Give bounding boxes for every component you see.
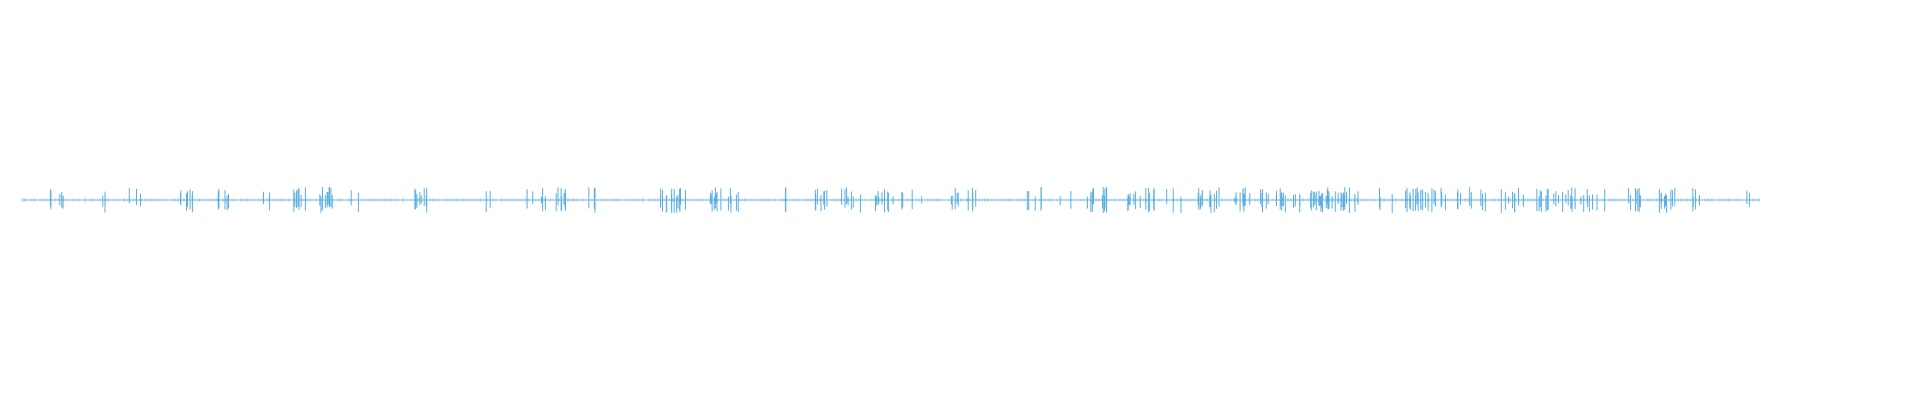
- waveform-burst: [1536, 188, 1549, 212]
- waveform-burst: [1310, 190, 1324, 213]
- waveform-burst: [128, 187, 141, 207]
- waveform-burst: [660, 188, 673, 213]
- waveform-burst: [1344, 187, 1359, 212]
- waveform-burst: [1337, 187, 1350, 213]
- waveform-burst: [1415, 187, 1429, 211]
- waveform-burst: [1242, 188, 1251, 207]
- waveform-burst: [263, 191, 271, 211]
- waveform-burst: [1658, 189, 1672, 213]
- waveform-burst: [1553, 191, 1559, 207]
- waveform-burst: [967, 187, 977, 212]
- waveform-burst: [911, 189, 923, 210]
- waveform-burst: [1059, 191, 1072, 209]
- waveform-burst: [1692, 187, 1700, 212]
- waveform-burst: [1259, 189, 1269, 213]
- waveform-burst: [1596, 189, 1606, 212]
- waveform-burst: [1672, 187, 1676, 207]
- waveform-burst: [328, 187, 333, 209]
- waveform-burst: [350, 190, 359, 213]
- waveform-burst: [1101, 187, 1108, 213]
- waveform-burst: [710, 187, 722, 212]
- waveform-burst: [1293, 194, 1301, 213]
- waveform-burst: [1145, 187, 1151, 213]
- waveform-burst: [1197, 188, 1203, 210]
- waveform-burst: [485, 190, 491, 212]
- waveform-burst: [179, 189, 193, 213]
- waveform-burst: [588, 187, 596, 213]
- waveform-burst: [555, 187, 566, 212]
- waveform-burst: [1379, 187, 1393, 213]
- waveform-burst: [293, 187, 306, 212]
- waveform-burst: [875, 189, 889, 213]
- waveform-burst: [1086, 187, 1094, 212]
- waveform-burst: [727, 188, 739, 213]
- waveform-burst: [1209, 187, 1220, 213]
- waveform-burst: [814, 188, 828, 212]
- waveform-burst: [102, 191, 106, 213]
- waveform-burst: [1746, 190, 1750, 207]
- waveform-burst: [1405, 188, 1419, 213]
- waveform-burst: [49, 189, 64, 210]
- waveform-burst: [1431, 187, 1446, 212]
- waveform-burst: [892, 191, 904, 210]
- waveform-burst: [1514, 188, 1524, 212]
- waveform-burst: [1580, 189, 1593, 212]
- waveform-burst: [414, 187, 428, 213]
- waveform-burst: [1635, 188, 1641, 213]
- waveform-burst: [1627, 188, 1632, 211]
- waveform-burst: [1480, 189, 1486, 212]
- waveform-burst: [541, 188, 546, 212]
- waveform-burst: [1500, 189, 1516, 213]
- waveform-burst: [1457, 187, 1472, 210]
- waveform-burst: [679, 188, 686, 210]
- waveform-burst: [1153, 187, 1168, 211]
- waveform-burst: [950, 188, 959, 210]
- waveform-burst: [1172, 188, 1182, 213]
- waveform-burst: [1562, 187, 1576, 212]
- waveform-burst: [526, 189, 534, 209]
- waveform-burst: [217, 188, 229, 210]
- waveform-burst: [1275, 188, 1286, 213]
- waveform-burst: [1026, 191, 1036, 211]
- waveform-burst: [1127, 191, 1141, 212]
- waveform-burst: [852, 194, 861, 213]
- waveform-burst: [841, 187, 852, 210]
- waveform-burst: [710, 190, 715, 212]
